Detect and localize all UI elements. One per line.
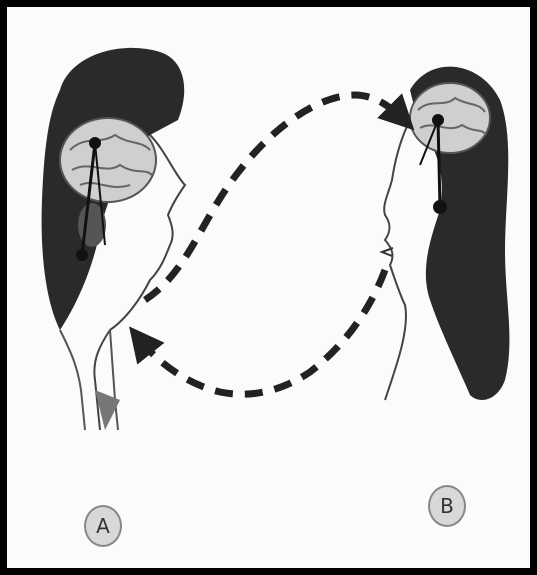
label-b: B (428, 485, 466, 527)
person-b-brain (410, 83, 490, 153)
upper-arrow-path (145, 95, 402, 300)
person-b (382, 67, 509, 400)
person-a-brain (60, 118, 156, 202)
person-a (42, 48, 185, 430)
label-a: A (84, 505, 122, 547)
lower-arrow-path (140, 270, 385, 394)
communication-loop (140, 95, 402, 394)
person-b-face (384, 120, 410, 400)
